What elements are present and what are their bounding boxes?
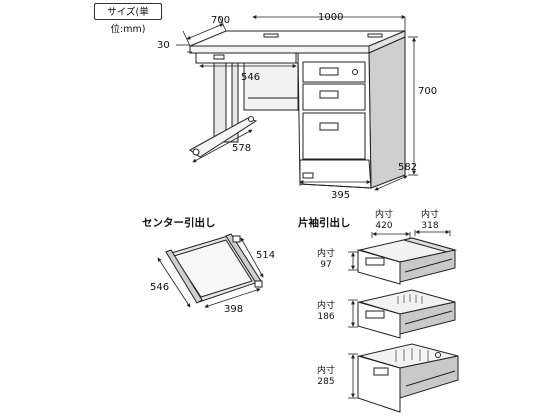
- center-drawer-width-label: 398: [224, 304, 244, 315]
- desk-height-label: 700: [418, 86, 438, 97]
- desk-width-label: 1000: [318, 12, 344, 23]
- inner-width-caption: 内寸: [420, 210, 439, 220]
- center-drawer-side-label: 546: [150, 282, 170, 293]
- modesty-panel: [243, 62, 299, 111]
- size-unit-label: サイズ(単位:mm): [94, 3, 162, 35]
- inner-depth-caption: 内寸: [374, 210, 393, 220]
- side-drawer-2: [357, 289, 456, 339]
- drawer-3-height-value: 285: [317, 377, 335, 387]
- lock-icon: [352, 69, 358, 75]
- side-drawer-1: [357, 237, 457, 285]
- desk-dimension-lines: [176, 15, 418, 191]
- desk-drawing: [189, 30, 406, 189]
- side-drawers-title: 片袖引出し: [298, 217, 351, 229]
- center-drawer-dimension-lines: [157, 237, 264, 308]
- pedestal-drawer-3: [302, 112, 366, 160]
- desk-top-thickness-label: 30: [157, 40, 170, 51]
- side-drawer-3-front: [357, 355, 401, 413]
- center-drawer-depth-label: 514: [256, 250, 276, 261]
- desk-pedestal-width-label: 395: [331, 190, 351, 201]
- drawer-2-height-value: 186: [317, 312, 335, 322]
- drawer-1-height-caption: 内寸: [316, 249, 335, 259]
- side-drawer-dimension-lines: [348, 230, 451, 399]
- drawer-1-height-value: 97: [320, 260, 332, 270]
- desk-top-front: [189, 45, 370, 54]
- inner-width-value: 318: [421, 221, 439, 231]
- inner-depth-value: 420: [375, 221, 393, 231]
- desk-top-surface: [189, 30, 406, 47]
- side-drawer-3: [357, 343, 459, 413]
- desk-leg-depth-label: 578: [232, 143, 252, 154]
- desk-depth-top-label: 700: [211, 15, 231, 26]
- desk-knee-width-label: 546: [241, 72, 261, 83]
- desk-center-drawer-front: [195, 52, 297, 64]
- center-drawer-title: センター引出し: [142, 217, 216, 229]
- desk-pedestal-depth-label: 582: [398, 162, 418, 173]
- drawer-3-height-caption: 内寸: [316, 366, 335, 376]
- drawer-2-height-caption: 内寸: [316, 301, 335, 311]
